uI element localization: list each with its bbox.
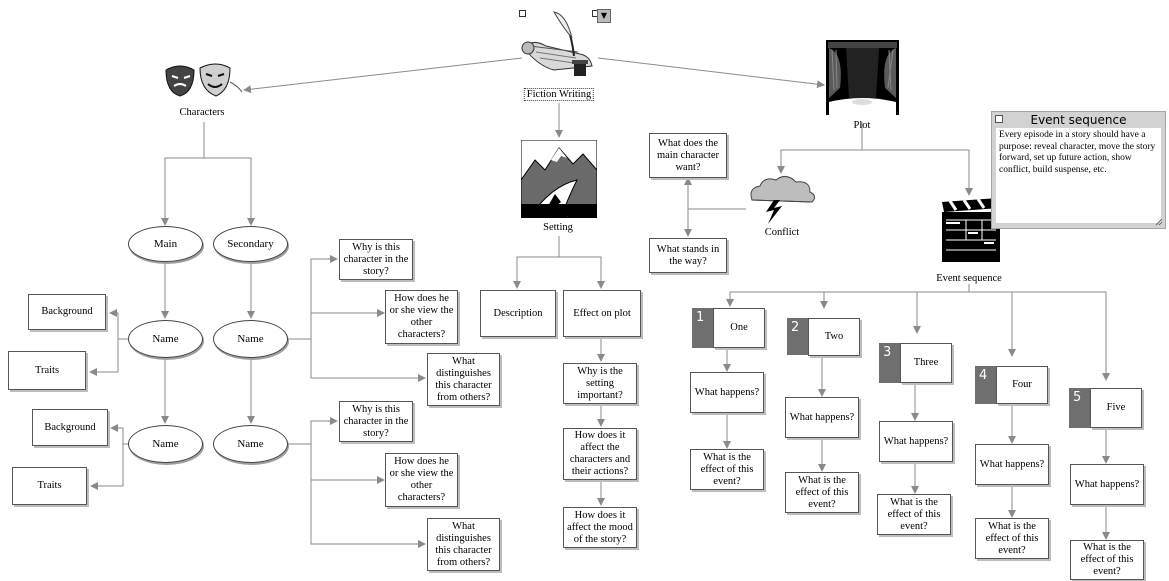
mountain-icon[interactable] bbox=[520, 139, 598, 219]
note-title: Event sequence bbox=[1030, 113, 1127, 127]
storm-cloud-icon[interactable] bbox=[744, 172, 818, 224]
note-pin-icon[interactable] bbox=[995, 115, 1003, 123]
event-number-badge: 5 bbox=[1069, 388, 1091, 428]
setting-label[interactable]: Setting bbox=[543, 222, 573, 233]
theatre-masks-icon[interactable] bbox=[160, 60, 244, 100]
event-five-what-happens[interactable]: What happens? bbox=[1070, 464, 1144, 505]
secondary-name-node[interactable]: Name bbox=[213, 320, 288, 358]
question-affect-characters[interactable]: How does it affect the characters and th… bbox=[563, 428, 637, 480]
characters-label[interactable]: Characters bbox=[179, 107, 225, 118]
description-box[interactable]: Description bbox=[480, 290, 556, 337]
event-two-effect[interactable]: What is the effect of this event? bbox=[785, 472, 859, 513]
event-four-effect[interactable]: What is the effect of this event? bbox=[975, 518, 1049, 559]
event-two-box[interactable]: Two bbox=[808, 318, 860, 356]
question-why-character[interactable]: Why is this character in the story? bbox=[339, 239, 413, 280]
root-topic-label[interactable]: Fiction Writing bbox=[523, 88, 595, 101]
event-four-box[interactable]: Four bbox=[996, 366, 1048, 404]
event-five-effect[interactable]: What is the effect of this event? bbox=[1070, 540, 1144, 580]
question-how-view-2[interactable]: How does he or she view the other charac… bbox=[385, 453, 458, 507]
question-why-character-2[interactable]: Why is this character in the story? bbox=[339, 401, 413, 442]
event-three-effect[interactable]: What is the effect of this event? bbox=[877, 494, 951, 535]
question-how-view[interactable]: How does he or she view the other charac… bbox=[385, 290, 458, 344]
question-why-setting[interactable]: Why is the setting important? bbox=[563, 363, 637, 404]
background-box-2[interactable]: Background bbox=[32, 409, 108, 446]
stage-curtain-icon[interactable] bbox=[826, 40, 899, 115]
event-two-what-happens[interactable]: What happens? bbox=[785, 397, 859, 438]
main-name-node[interactable]: Name bbox=[128, 320, 203, 358]
traits-box-2[interactable]: Traits bbox=[12, 467, 87, 505]
question-what-distinguishes-2[interactable]: What distinguishes this character from o… bbox=[427, 518, 500, 571]
event-four-what-happens[interactable]: What happens? bbox=[975, 444, 1049, 485]
event-one-what-happens[interactable]: What happens? bbox=[690, 372, 764, 413]
event-number-badge: 3 bbox=[879, 343, 901, 383]
event-one-box[interactable]: One bbox=[713, 308, 765, 348]
question-affect-mood[interactable]: How does it affect the mood of the story… bbox=[563, 507, 637, 548]
event-number-badge: 2 bbox=[787, 318, 809, 355]
note-panel[interactable]: Event sequence Every episode in a story … bbox=[991, 111, 1166, 229]
question-what-distinguishes[interactable]: What distinguishes this character from o… bbox=[427, 353, 500, 406]
event-three-what-happens[interactable]: What happens? bbox=[879, 421, 953, 462]
background-box[interactable]: Background bbox=[28, 294, 106, 330]
secondary-name-node-2[interactable]: Name bbox=[213, 425, 288, 463]
event-sequence-label[interactable]: Event sequence bbox=[936, 273, 1002, 284]
resize-grip-icon[interactable] bbox=[1155, 218, 1163, 226]
effect-on-plot-box[interactable]: Effect on plot bbox=[563, 290, 641, 337]
question-stands-in-way[interactable]: What stands in the way? bbox=[649, 238, 727, 273]
main-character-node[interactable]: Main bbox=[128, 226, 203, 262]
dropdown-arrow-icon[interactable]: ▼ bbox=[597, 9, 611, 23]
traits-box[interactable]: Traits bbox=[8, 351, 86, 390]
event-number-badge: 1 bbox=[692, 308, 714, 348]
clapperboard-icon[interactable] bbox=[938, 197, 1002, 264]
main-name-node-2[interactable]: Name bbox=[128, 425, 203, 463]
secondary-character-node[interactable]: Secondary bbox=[213, 226, 288, 262]
event-five-box[interactable]: Five bbox=[1090, 388, 1142, 428]
event-one-effect[interactable]: What is the effect of this event? bbox=[690, 449, 764, 490]
selection-handle[interactable] bbox=[519, 10, 526, 17]
conflict-label[interactable]: Conflict bbox=[764, 227, 800, 238]
question-character-want[interactable]: What does the main character want? bbox=[649, 133, 727, 178]
note-body[interactable]: Every episode in a story should have a p… bbox=[996, 128, 1161, 223]
event-number-badge: 4 bbox=[975, 366, 997, 404]
scroll-quill-icon[interactable] bbox=[518, 8, 600, 88]
event-three-box[interactable]: Three bbox=[900, 343, 952, 383]
plot-label[interactable]: Plot bbox=[853, 120, 871, 131]
